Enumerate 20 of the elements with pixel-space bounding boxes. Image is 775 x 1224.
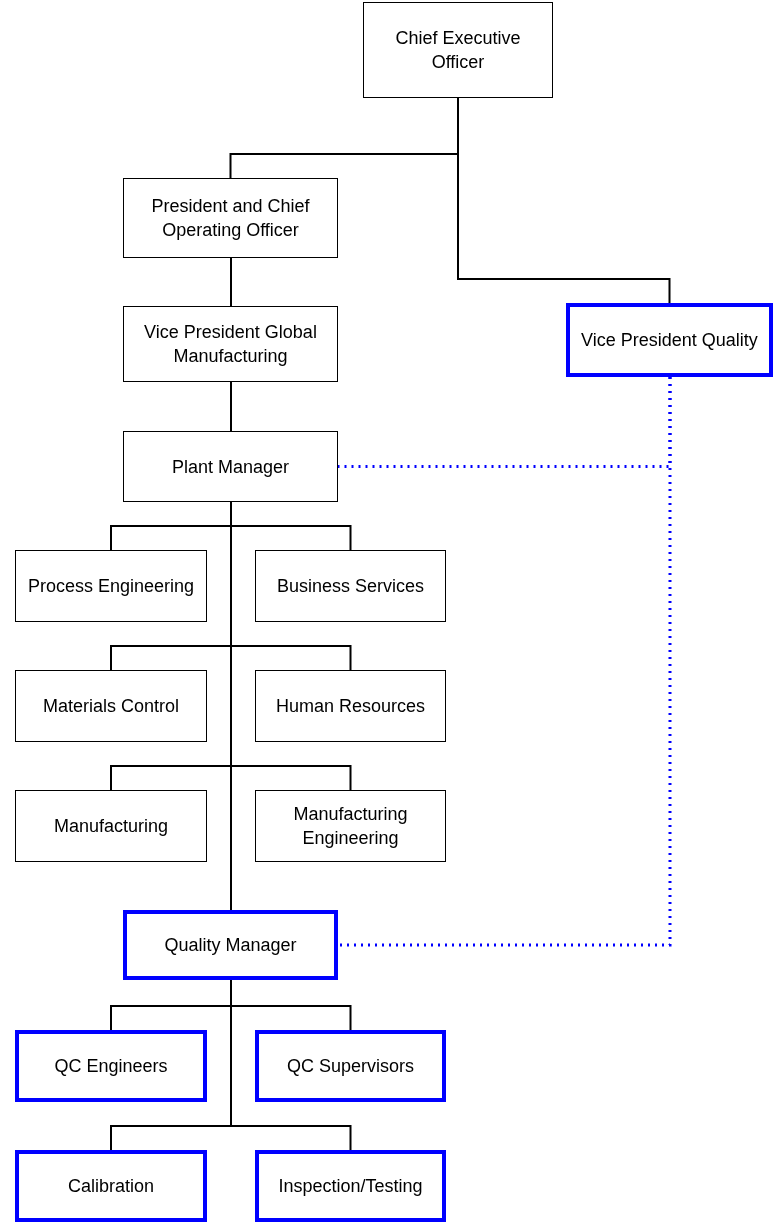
position-box: Manufacturing Engineering bbox=[255, 790, 446, 862]
position-box: Human Resources bbox=[255, 670, 446, 742]
connector-line bbox=[230, 381, 232, 432]
position-box: Chief Executive Officer bbox=[363, 2, 553, 98]
position-box: Business Services bbox=[255, 550, 446, 622]
connector-line bbox=[230, 257, 232, 307]
position-box: Calibration bbox=[15, 1150, 207, 1222]
position-box: President and Chief Operating Officer bbox=[123, 178, 338, 258]
position-box: QC Engineers bbox=[15, 1030, 207, 1102]
position-box: Inspection/Testing bbox=[255, 1150, 446, 1222]
position-box: QC Supervisors bbox=[255, 1030, 446, 1102]
position-box: Process Engineering bbox=[15, 550, 207, 622]
position-box: Materials Control bbox=[15, 670, 207, 742]
position-box: Plant Manager bbox=[123, 431, 338, 502]
connector-line bbox=[230, 979, 352, 1151]
dotted-connector bbox=[338, 377, 672, 947]
position-box: Vice President Quality bbox=[566, 303, 773, 377]
position-box: Manufacturing bbox=[15, 790, 207, 862]
position-box: Vice President Global Manufacturing bbox=[123, 306, 338, 382]
position-box: Quality Manager bbox=[123, 910, 338, 980]
